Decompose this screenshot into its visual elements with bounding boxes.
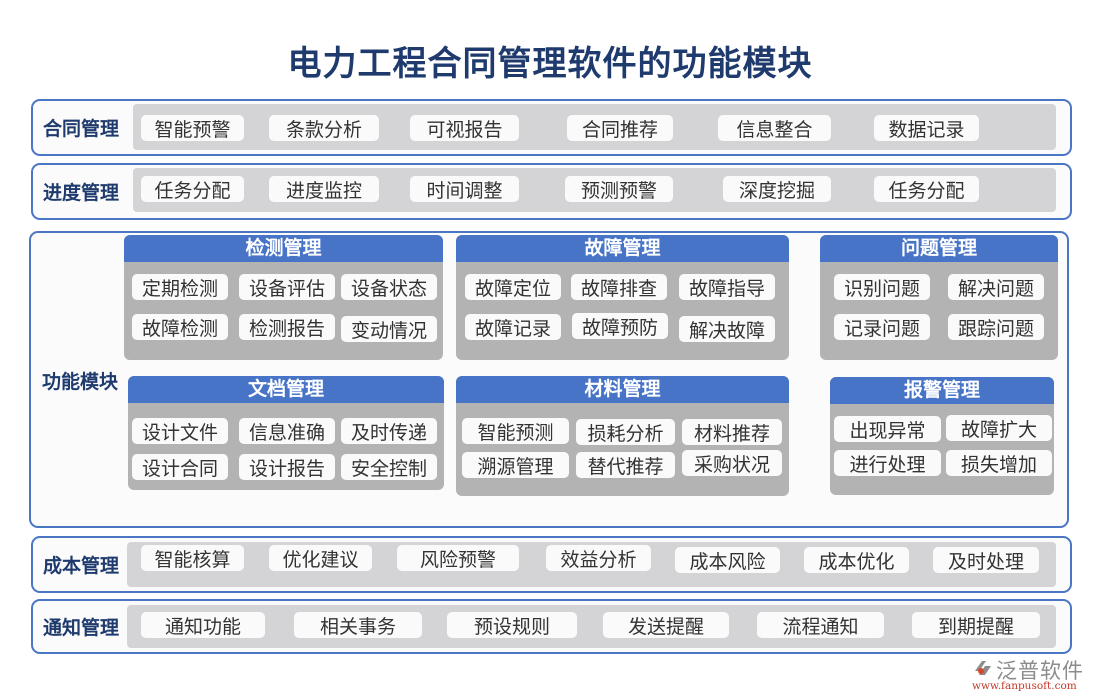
- chip: 设计报告: [239, 454, 335, 480]
- chip: 深度挖掘: [723, 176, 831, 202]
- chip: 时间调整: [410, 176, 519, 202]
- chip: 智能核算: [141, 545, 244, 571]
- chip: 进行处理: [834, 450, 941, 476]
- chip: 相关事务: [294, 612, 422, 638]
- chip: 到期提醒: [912, 612, 1040, 638]
- chip: 流程通知: [757, 612, 884, 638]
- chip: 及时传递: [341, 418, 437, 444]
- chip: 设计合同: [132, 454, 228, 480]
- row-label: 合同管理: [43, 118, 120, 140]
- chip: 优化建议: [269, 545, 372, 571]
- chip: 损耗分析: [576, 419, 675, 445]
- chip: 解决问题: [948, 274, 1044, 300]
- chip: 信息准确: [239, 418, 335, 444]
- chip: 采购状况: [682, 450, 782, 476]
- chip: 任务分配: [874, 176, 979, 202]
- chip: 故障检测: [132, 314, 228, 340]
- chip: 设计文件: [132, 418, 228, 444]
- chip: 合同推荐: [567, 115, 673, 141]
- chip: 解决故障: [679, 316, 775, 342]
- module-title: 检测管理: [124, 235, 443, 262]
- chip: 替代推荐: [576, 452, 675, 478]
- chip: 检测报告: [239, 314, 335, 340]
- chip: 及时处理: [933, 547, 1039, 573]
- chip: 变动情况: [341, 316, 437, 342]
- module-title: 报警管理: [830, 377, 1054, 404]
- chip: 定期检测: [132, 274, 228, 300]
- chip: 故障预防: [572, 313, 668, 339]
- chip: 风险预警: [397, 545, 519, 571]
- chip: 跟踪问题: [948, 314, 1044, 340]
- chip: 成本优化: [804, 547, 909, 573]
- chip: 材料推荐: [682, 419, 782, 445]
- chip: 智能预警: [141, 115, 244, 141]
- brand-url: www.fanpusoft.com: [972, 680, 1077, 692]
- row-label: 通知管理: [43, 617, 120, 639]
- chip: 任务分配: [141, 176, 244, 202]
- chip: 条款分析: [269, 115, 379, 141]
- chip: 记录问题: [834, 314, 930, 340]
- chip: 信息整合: [718, 115, 831, 141]
- chip: 发送提醒: [603, 612, 729, 638]
- chip: 成本风险: [675, 547, 780, 573]
- row-track: [127, 605, 1056, 648]
- chip: 数据记录: [874, 115, 979, 141]
- module-title: 材料管理: [456, 376, 789, 403]
- chip: 进度监控: [269, 176, 379, 202]
- module-title: 文档管理: [128, 376, 444, 403]
- chip: 预测预警: [565, 176, 673, 202]
- brand-logo: 泛普软件 www.fanpusoft.com: [972, 655, 1097, 697]
- module-title: 问题管理: [820, 235, 1058, 262]
- chip: 设备状态: [341, 274, 437, 300]
- chip: 故障排查: [571, 274, 667, 300]
- chip: 智能预测: [462, 418, 569, 444]
- brand-name: 泛普软件: [996, 659, 1084, 683]
- row-label: 进度管理: [43, 182, 120, 204]
- chip: 效益分析: [546, 545, 651, 571]
- chip: 故障扩大: [946, 415, 1052, 441]
- page-title: 电力工程合同管理软件的功能模块: [287, 44, 813, 84]
- chip: 故障定位: [465, 274, 561, 300]
- chip: 故障指导: [679, 274, 775, 300]
- chip: 损失增加: [946, 450, 1052, 476]
- chip: 可视报告: [410, 115, 519, 141]
- fanpu-logo-icon: [975, 661, 991, 675]
- function-modules-label: 功能模块: [42, 371, 119, 393]
- chip: 出现异常: [834, 416, 941, 442]
- chip: 设备评估: [239, 274, 335, 300]
- chip: 故障记录: [465, 314, 561, 340]
- module-title: 故障管理: [456, 235, 789, 262]
- chip: 溯源管理: [462, 452, 569, 478]
- row-label: 成本管理: [43, 555, 120, 577]
- chip: 安全控制: [341, 454, 437, 480]
- chip: 识别问题: [834, 274, 930, 300]
- chip: 预设规则: [447, 612, 577, 638]
- chip: 通知功能: [141, 612, 265, 638]
